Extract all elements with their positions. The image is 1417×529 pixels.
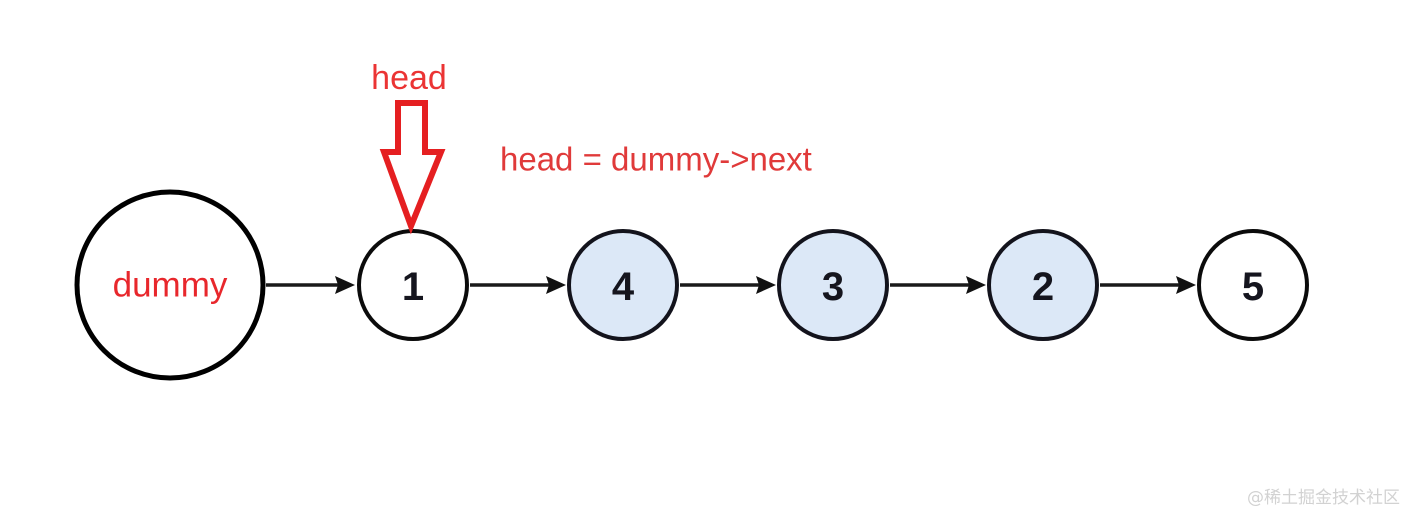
head-pointer-label: head [371,59,447,97]
node-circle [777,229,889,341]
node-dummy[interactable]: dummy [74,189,266,381]
node-label: 5 [1242,265,1264,309]
node-label: dummy [113,266,228,305]
node-4[interactable]: 4 [567,229,679,341]
node-1[interactable]: 1 [357,229,469,341]
node-circle [74,189,266,381]
node-label: 3 [822,265,844,309]
node-circle [357,229,469,341]
node-label: 1 [402,265,424,309]
arrow-head-icon [966,276,986,294]
node-circle [1197,229,1309,341]
link-dummy-to-1 [266,276,355,294]
down-block-arrow-icon [379,100,446,235]
watermark: @稀土掘金技术社区 [1247,488,1400,508]
node-3[interactable]: 3 [777,229,889,341]
node-5[interactable]: 5 [1197,229,1309,341]
node-label: 4 [612,265,635,309]
arrow-head-icon [335,276,355,294]
link-1-to-4 [470,276,566,294]
arrow-head-icon [546,276,566,294]
node-label: 2 [1032,265,1054,309]
node-circle [987,229,1099,341]
arrow-head-icon [756,276,776,294]
node-circle [567,229,679,341]
arrow-head-icon [1176,276,1196,294]
node-2[interactable]: 2 [987,229,1099,341]
link-3-to-2 [890,276,986,294]
equation-annotation: head = dummy->next [500,141,812,178]
link-group [266,276,1196,294]
link-4-to-3 [680,276,776,294]
link-2-to-5 [1100,276,1196,294]
head-pointer: head [371,59,447,235]
